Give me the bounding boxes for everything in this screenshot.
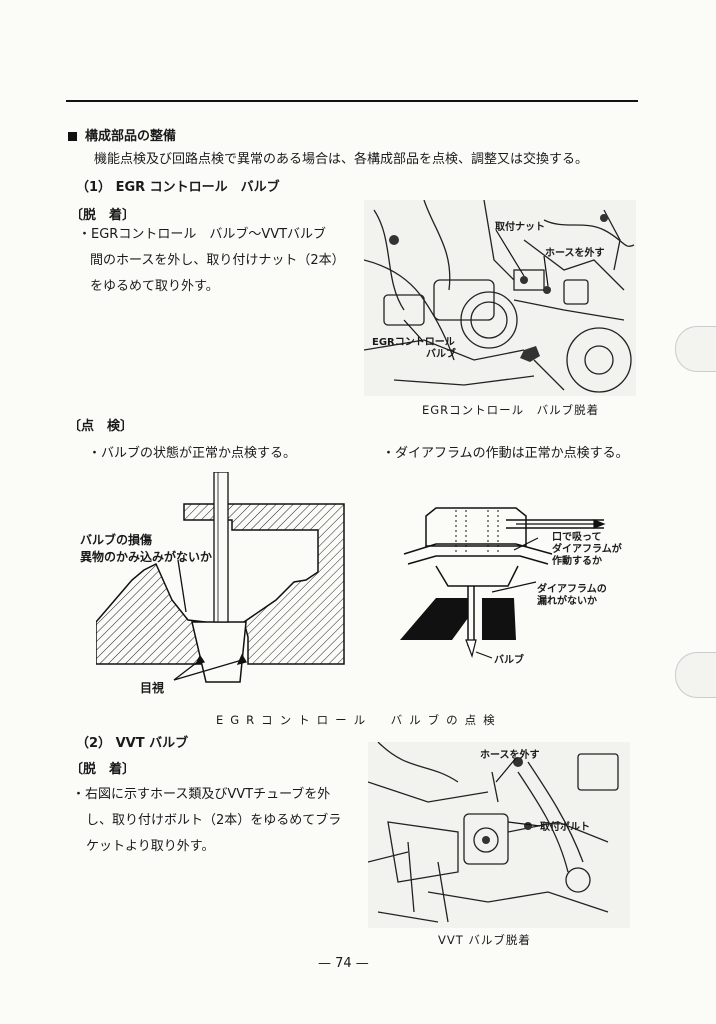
photo2-label-bolt: 取付ボルト <box>540 822 590 833</box>
part1-removal-line: 間のホースを外し、取り付けナット（2本） <box>90 253 345 268</box>
punch-hole-mark <box>675 652 716 698</box>
diagram-right-suck-label: 口で吸って ダイアフラムが 作動するか <box>552 532 622 568</box>
header-rule <box>66 100 638 102</box>
photo2-label-hose: ホースを外す <box>480 750 540 761</box>
part2-title: （2） VVT バルブ <box>76 737 188 750</box>
part1-removal-line: ・EGRコントロール バルブ～VVTバルブ <box>78 227 327 242</box>
label-valve-damage: バルブの損傷 <box>80 533 153 547</box>
vvt-valve-removal-photo <box>368 742 630 928</box>
inspect-right-text: ・ダイアフラムの作動は正常か点検する。 <box>382 446 629 461</box>
photo1-label-valve-line1: EGRコントロール <box>372 337 455 348</box>
part2-removal-text: ・右図に示すホース類及びVVTチューブを外 し、取り付けボルト（2本）をゆるめて… <box>72 782 341 860</box>
diaphragm-diagram <box>400 507 606 659</box>
part1-title-text: EGR コントロール バルブ <box>115 180 280 195</box>
diagram-caption: EGRコントロール バルブの点検 <box>216 713 502 727</box>
label-visual-check: 目視 <box>140 681 165 695</box>
punch-hole-mark <box>675 326 716 372</box>
part1-removal-heading: 〔脱 着〕 <box>70 208 136 223</box>
label-suck-3: 作動するか <box>552 556 602 567</box>
part2-removal-heading: 〔脱 着〕 <box>70 762 136 777</box>
egr-valve-removal-photo <box>364 200 636 396</box>
diagram-left-labels: バルブの損傷 異物のかみ込みがないか <box>80 532 212 567</box>
photo2-caption: VVT バルブ脱着 <box>438 933 531 947</box>
photo1-label-hose: ホースを外す <box>545 248 605 259</box>
section-heading: 構成部品の整備 <box>68 130 176 143</box>
part2-removal-line: ・右図に示すホース類及びVVTチューブを外 <box>72 787 331 802</box>
label-leak-2: 漏れがないか <box>537 596 597 607</box>
part1-removal-text: ・EGRコントロール バルブ～VVTバルブ 間のホースを外し、取り付けナット（2… <box>78 222 345 300</box>
inspect-left-text: ・バルブの状態が正常か点検する。 <box>88 446 297 461</box>
part2-removal-line: し、取り付けボルト（2本）をゆるめてブラ <box>86 813 342 828</box>
part1-title: （1） EGR コントロール バルブ <box>76 181 280 194</box>
photo1-label-valve-line2: バルブ <box>426 349 456 360</box>
label-suck-2: ダイアフラムが <box>552 544 622 555</box>
part1-removal-line: をゆるめて取り外す。 <box>90 279 219 294</box>
photo1-caption: EGRコントロール バルブ脱着 <box>422 403 600 417</box>
diagram-right-leak-label: ダイアフラムの 漏れがないか <box>537 584 607 608</box>
label-suck-1: 口で吸って <box>552 532 602 543</box>
part2-removal-line: ケットより取り外す。 <box>86 839 215 854</box>
part2-title-text: VVT バルブ <box>115 736 189 751</box>
part1-inspection-heading: 〔点 検〕 <box>68 419 134 434</box>
photo1-label-valve: EGRコントロール バルブ <box>372 337 456 361</box>
diagram-right-valve-label: バルブ <box>494 655 524 666</box>
part2-title-num: （2） <box>76 736 112 751</box>
label-debris: 異物のかみ込みがないか <box>80 550 213 565</box>
square-bullet-icon <box>68 132 77 141</box>
section-heading-text: 構成部品の整備 <box>85 129 177 144</box>
label-leak-1: ダイアフラムの <box>537 584 607 595</box>
part1-title-num: （1） <box>76 180 112 195</box>
valve-cross-section-diagram <box>96 472 345 683</box>
page-number: — 74 — <box>318 956 369 971</box>
intro-text: 機能点検及び回路点検で異常のある場合は、各構成部品を点検、調整又は交換する。 <box>94 152 589 167</box>
photo1-label-nut: 取付ナット <box>495 222 545 233</box>
